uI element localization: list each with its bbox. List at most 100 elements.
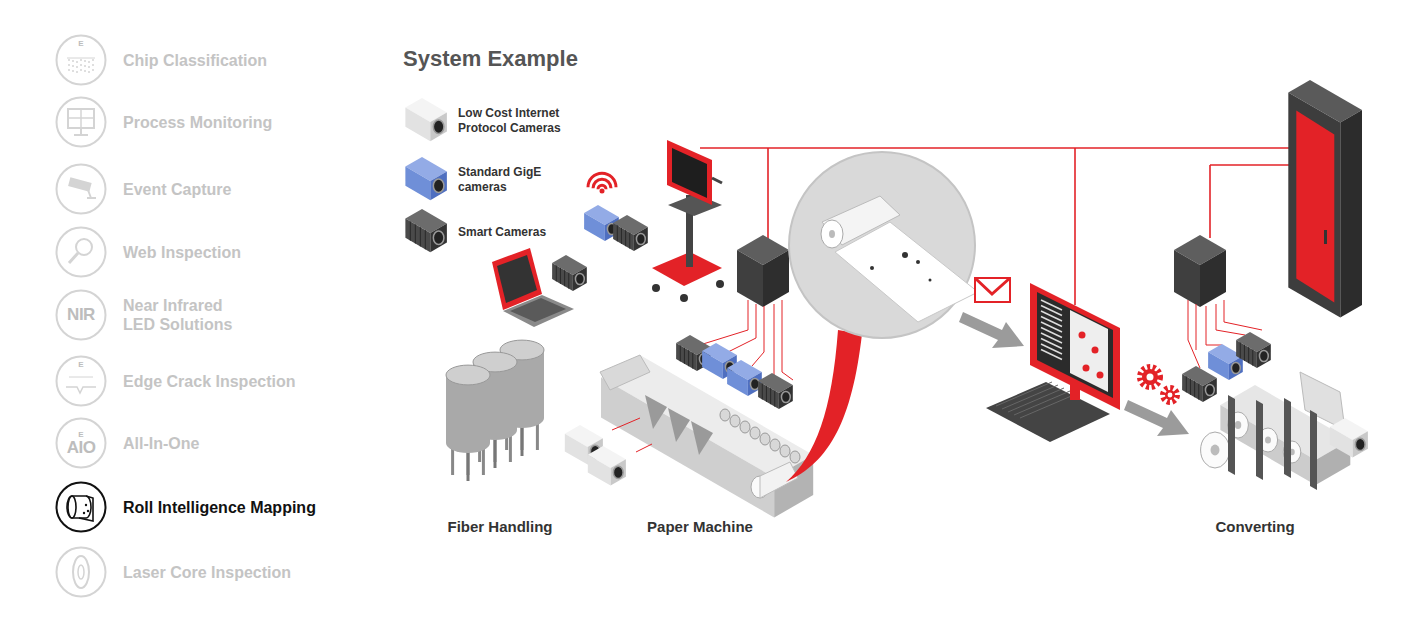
machine-frame [1228, 395, 1235, 475]
smart-camera [676, 343, 697, 371]
machine-hopper [668, 408, 690, 442]
legend-label: Low Cost Internet Protocol Cameras [458, 106, 570, 136]
smart-camera [1257, 344, 1271, 368]
camera-fin [415, 224, 416, 243]
monitor-list-line [1041, 317, 1062, 327]
keyboard-keys [1020, 394, 1076, 418]
ip-camera [1353, 431, 1368, 457]
menu-item: Laser Core Inspection [55, 546, 291, 598]
menu-item: EChip Classification [55, 34, 267, 86]
monitor-list-line [1041, 306, 1062, 316]
network-wire [703, 300, 748, 344]
camera-fin [692, 353, 693, 369]
menu-icon [88, 66, 90, 68]
defect-mark [870, 266, 874, 270]
camera-fin [1190, 379, 1191, 395]
email-envelope [975, 278, 1010, 302]
menu-icon [78, 565, 84, 579]
machine-roller [790, 451, 800, 463]
menu-icon [72, 70, 74, 72]
camera-fin [625, 230, 626, 246]
menu-icon [76, 66, 78, 68]
menu-item: Web Inspection [55, 226, 241, 278]
paper-roll [821, 220, 843, 248]
menu-icon-circle [55, 96, 107, 148]
camera-fin [564, 270, 565, 286]
menu-icon [55, 546, 107, 598]
menu-label: Edge Crack Inspection [123, 372, 296, 391]
gige-camera [430, 171, 447, 200]
cart-screen [672, 148, 707, 198]
email-envelope [975, 278, 1010, 294]
paper-roll-core [829, 230, 835, 238]
machine-roller [780, 445, 790, 457]
icon-letter: E [78, 360, 83, 369]
control-box [737, 250, 763, 307]
camera-lens [1205, 384, 1214, 395]
control-box [763, 250, 789, 307]
network-wire [700, 147, 1290, 149]
machine-roller [720, 409, 730, 421]
menu-icon [92, 59, 94, 61]
menu-item: Process Monitoring [55, 96, 272, 148]
menu-icon [76, 71, 78, 73]
smart-camera [1182, 374, 1203, 402]
cart-wheel [716, 280, 724, 288]
camera-fin [568, 273, 569, 289]
gear-symbol [1165, 390, 1175, 400]
gige-camera [584, 213, 605, 241]
network-wire [767, 148, 769, 240]
legend-row: Low Cost Internet Protocol Cameras [400, 96, 570, 146]
camera-fin [420, 227, 421, 246]
gear-symbol [1147, 374, 1154, 381]
machine-frame [1256, 400, 1263, 480]
roll-core [1235, 421, 1242, 429]
defect-dot [1097, 372, 1104, 379]
paper-roll [760, 462, 798, 498]
camera-fin [684, 348, 685, 364]
menu-icon [80, 59, 82, 61]
smart-camera [405, 219, 430, 253]
camera-lens [575, 273, 584, 284]
wifi-symbol [600, 189, 605, 194]
menu-icon [83, 512, 85, 514]
converting-machine [1300, 372, 1345, 430]
camera-fin [1252, 350, 1253, 366]
network-wire [612, 418, 640, 430]
menu-icon [66, 387, 96, 393]
smart-camera [634, 227, 648, 251]
icon-circle [57, 291, 106, 340]
menu-icon [68, 496, 76, 518]
machine-roller [740, 421, 750, 433]
menu-icon [88, 71, 90, 73]
rack-door [1296, 111, 1334, 303]
network-wire [1216, 304, 1245, 335]
server-rack [1340, 110, 1362, 318]
defect-mark [929, 279, 932, 282]
ip-camera [588, 455, 611, 486]
monitor-list-line [1041, 333, 1062, 343]
camera-fin [617, 225, 618, 241]
menu-icon [67, 496, 91, 518]
camera-fin [774, 391, 775, 407]
network-wire [1209, 165, 1211, 238]
menu-icon [88, 190, 91, 198]
menu-icon [73, 556, 89, 588]
camera-lens [781, 391, 790, 402]
gear-symbol [1140, 367, 1160, 387]
menu-icon [88, 61, 90, 63]
menu-icon-circle: E [55, 34, 107, 86]
menu-icon [69, 377, 93, 378]
central-monitor [1030, 283, 1120, 410]
menu-icon [68, 59, 70, 61]
camera-lens [433, 179, 444, 192]
camera-fin [1198, 384, 1199, 400]
icon-circle [57, 419, 106, 468]
menu-icon [80, 128, 82, 134]
menu-icon [72, 60, 74, 62]
network-wire [1206, 306, 1222, 345]
menu-icon-circle: E [55, 355, 107, 407]
gear-symbol [1168, 393, 1173, 398]
menu-icon [68, 64, 70, 66]
machine-roller [770, 439, 780, 451]
